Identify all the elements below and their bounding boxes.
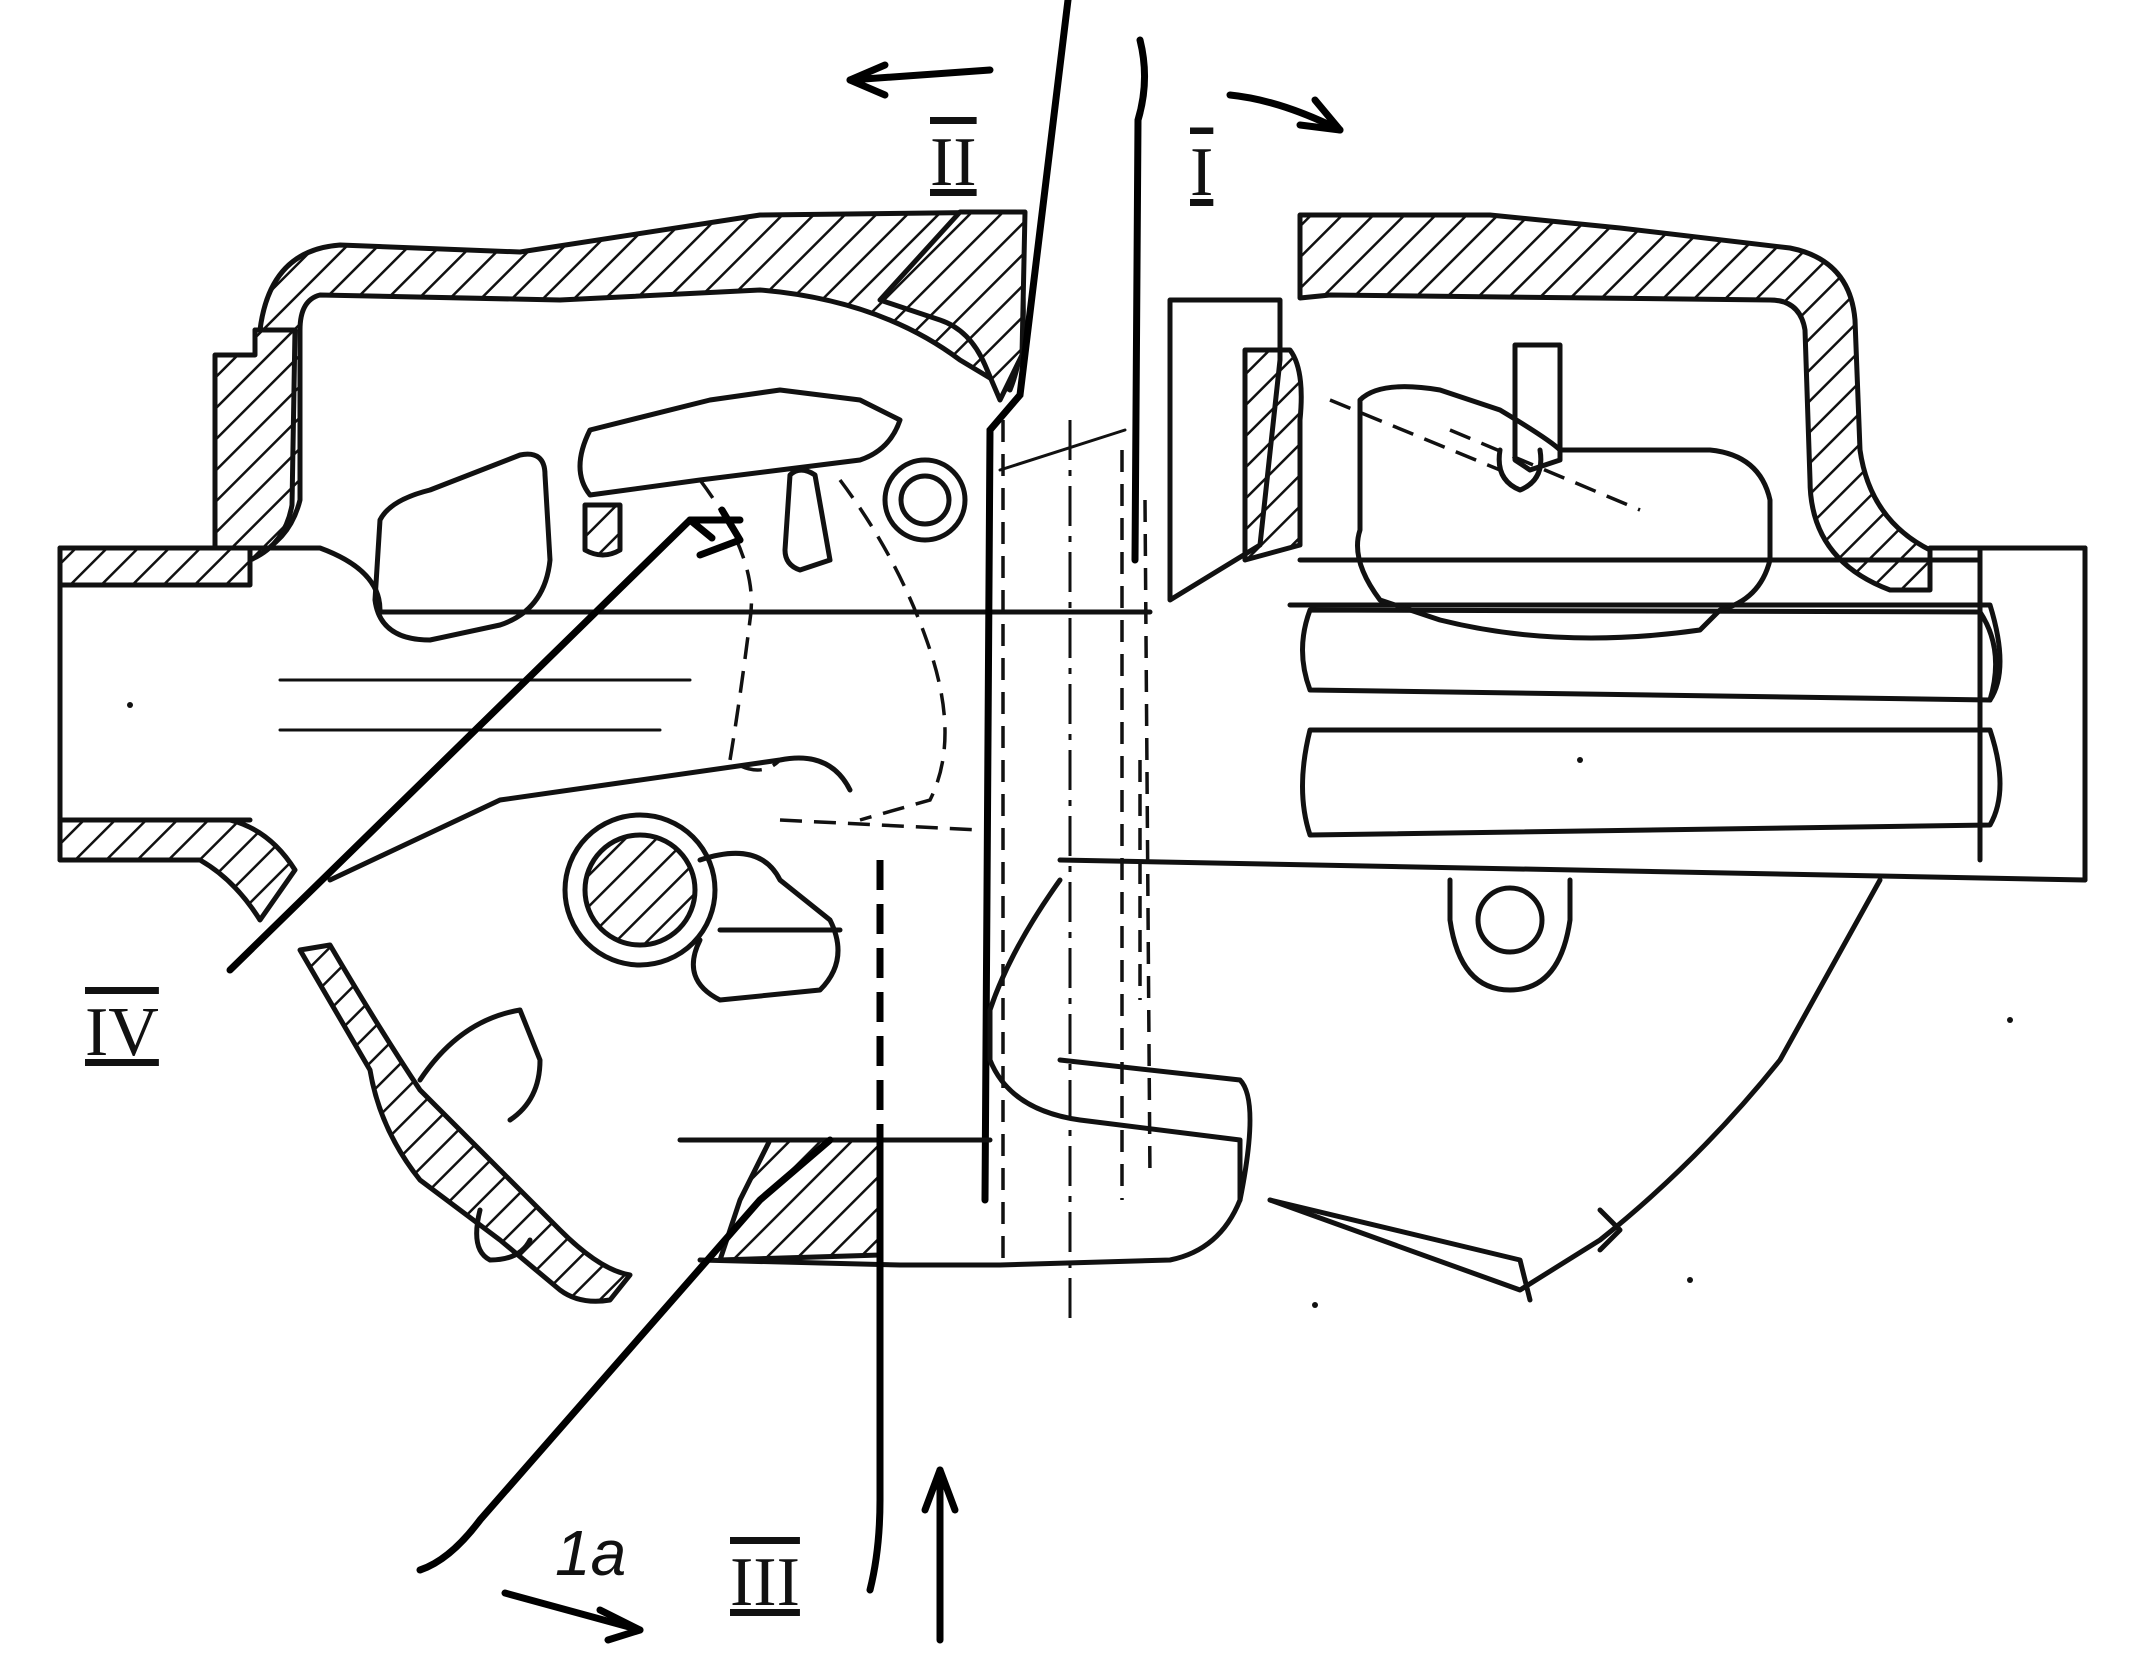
cover-wall-right [1297,212,1933,593]
left-lever [372,387,968,643]
lower-casing [697,877,1883,1303]
scan-specks [127,702,2013,1308]
label-section-iv: IV [85,994,159,1071]
cover-center-boss [877,209,1028,403]
label-item-1a: 1a [555,1517,626,1589]
lower-left-foot [297,942,633,1304]
cover-left-stub [582,502,623,558]
label-section-iii: III [730,1544,800,1621]
section-lines [226,61,1344,1644]
center-shaft [981,0,1152,1320]
lower-wedge [677,1137,993,1263]
frame-beam [57,545,2088,923]
housing-cover [212,209,1933,593]
lower-hub [327,755,853,1003]
cover-wedge-right [1242,347,1304,563]
section-labels: II I IV III 1a [85,124,1213,1621]
label-section-i: I [1190,134,1213,211]
right-block [1167,297,1773,641]
cover-wall-left [252,209,1026,558]
label-section-ii: II [930,124,977,201]
cover-wall-left-side [212,327,298,578]
